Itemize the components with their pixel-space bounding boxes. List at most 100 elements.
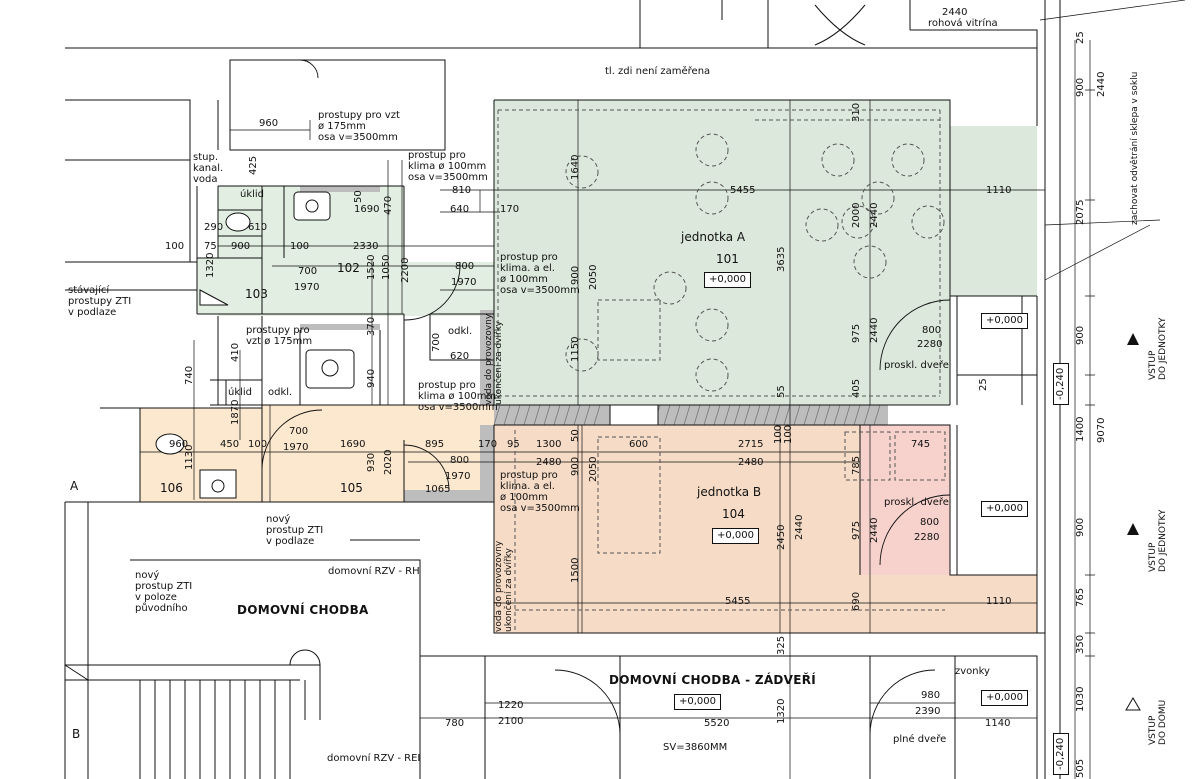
entrance-level-a: +0,000 <box>981 313 1029 329</box>
dim-1220: 1220 <box>498 700 524 711</box>
dim-v-2450: 2450 <box>776 524 787 550</box>
dim-v-765: 765 <box>1075 587 1086 607</box>
dim-810: 810 <box>452 185 472 196</box>
dim-700-a: 700 <box>298 266 318 277</box>
note-vzt-top: prostupy pro vzt ø 175mm osa v=3500mm <box>318 110 400 143</box>
dim-v-50-b: 50 <box>570 429 581 442</box>
dim-v-2075: 2075 <box>1075 199 1086 225</box>
wall-note: tl. zdi není zaměřena <box>605 66 711 77</box>
dim-v-350: 350 <box>1075 634 1086 654</box>
entrance-arrow-icon <box>1127 333 1139 345</box>
note-zti-new: nový prostup ZTI v podlaze <box>266 514 324 547</box>
dim-290: 290 <box>204 222 224 233</box>
dim-1690-a: 1690 <box>354 204 380 215</box>
dim-1970-c: 1970 <box>283 442 309 453</box>
dim-v-900-e: 900 <box>1075 517 1086 537</box>
dim-v-1150: 1150 <box>570 336 581 362</box>
note-sv: SV=3860MM <box>663 742 728 753</box>
dim-v-405: 405 <box>851 378 862 398</box>
room-odkl-top: odkl. <box>448 326 473 337</box>
dim-v-700: 700 <box>431 332 442 352</box>
dim-v-1870: 1870 <box>230 399 241 425</box>
dim-v-900-d: 900 <box>570 456 581 476</box>
unit-a-name: jednotka A <box>681 230 746 244</box>
dim-600: 600 <box>629 439 649 450</box>
note-water-a: voda do provozovny ukončení za dvířky <box>484 313 504 405</box>
corridor-rear-label: DOMOVNÍ CHODBA - ZÁDVEŘÍ <box>609 673 817 687</box>
dim-v-2000: 2000 <box>851 202 862 228</box>
dim-v-25-b: 25 <box>978 378 989 391</box>
room-105: 105 <box>340 481 363 495</box>
note-zti-new-position: nový prostup ZTI v poloze původního <box>135 570 193 614</box>
ventilation-note: zachovat odvětrání sklepa v soklu <box>1130 71 1140 225</box>
dim-v-410: 410 <box>230 342 241 362</box>
entrance-label-house: VSTUP DO DOMU <box>1148 699 1168 745</box>
dim-800-d: 800 <box>920 517 940 528</box>
dim-v-2050-a: 2050 <box>588 264 599 290</box>
dim-v-2020: 2020 <box>383 449 394 475</box>
room-105-area <box>262 405 494 502</box>
unit-a-level-badge: +0,000 <box>704 272 752 288</box>
dim-170-b: 170 <box>478 439 498 450</box>
dim-v-940: 940 <box>366 368 377 388</box>
vitrina-dimension: 2440 <box>942 7 968 18</box>
dim-v-3635: 3635 <box>776 246 787 272</box>
corridor-room-102-area <box>218 186 494 316</box>
vitrina-label: rohová vitrína <box>928 18 998 29</box>
corridor-level-badge: +0,000 <box>674 694 722 710</box>
room-103: 103 <box>245 287 268 301</box>
dim-v-1130: 1130 <box>184 444 195 470</box>
room-uklid-bottom: úklid <box>228 387 253 398</box>
note-zti-existing: stávající prostupy ZTI v podlaze <box>68 285 132 318</box>
dim-v-2440-e: 2440 <box>869 517 880 543</box>
dim-v-25-a: 25 <box>1075 31 1086 44</box>
stair-letter-a: A <box>70 479 79 493</box>
dim-800-b: 800 <box>922 325 942 336</box>
dim-5455-a: 5455 <box>730 185 756 196</box>
dim-800-a: 800 <box>455 261 475 272</box>
dim-2280-b: 2280 <box>914 532 940 543</box>
dim-900-a: 900 <box>231 241 251 252</box>
dim-v-1320: 1320 <box>205 252 216 278</box>
note-klima-el-a: prostup pro klima. a el. ø 100mm osa v=3… <box>500 252 580 296</box>
note-zvonky: zvonky <box>955 666 990 677</box>
dim-v-100-b: 100 <box>783 424 794 444</box>
note-proskl-door-b: proskl. dveře <box>884 497 949 508</box>
dim-1970-b: 1970 <box>451 277 477 288</box>
entrance-label-a: VSTUP DO JEDNOTKY <box>1148 317 1168 380</box>
stair-letter-b: B <box>72 727 81 741</box>
dim-170-a: 170 <box>500 204 520 215</box>
dim-v-1030: 1030 <box>1075 686 1086 712</box>
dim-v-1400: 1400 <box>1075 416 1086 442</box>
dim-800-c: 800 <box>450 455 470 466</box>
dim-v-2050-b: 2050 <box>588 456 599 482</box>
corridor-main-label: DOMOVNÍ CHODBA <box>237 603 369 617</box>
dim-v-9070: 9070 <box>1096 417 1107 443</box>
party-wall <box>494 405 888 425</box>
dim-1690-b: 1690 <box>340 439 366 450</box>
dim-v-690: 690 <box>851 591 862 611</box>
dim-v-50: 50 <box>353 190 364 203</box>
dim-2480-a: 2480 <box>536 457 562 468</box>
dim-v-2440: 2440 <box>1096 71 1107 97</box>
entrance-level-b: +0,000 <box>981 501 1029 517</box>
entrance-level-minus-a: -0,240 <box>1053 362 1069 405</box>
dim-v-1320-b: 1320 <box>776 698 787 724</box>
dim-v-900-a: 900 <box>1075 77 1086 97</box>
dim-1110-b: 1110 <box>986 596 1012 607</box>
dim-v-1520: 1520 <box>366 254 377 280</box>
dim-v-975-a: 975 <box>851 323 862 343</box>
dim-100-b: 100 <box>290 241 310 252</box>
note-vzt-middle: prostupy pro vzt ø 175mm <box>246 325 313 347</box>
dim-2390: 2390 <box>915 706 941 717</box>
dim-v-470: 470 <box>383 195 394 215</box>
dim-v-740: 740 <box>184 365 195 385</box>
note-stup-kanal-voda: stup. kanal. voda <box>193 152 224 185</box>
dim-960-b: 960 <box>169 439 189 450</box>
dim-2100: 2100 <box>498 716 524 727</box>
dim-100-a: 100 <box>165 241 185 252</box>
dim-980: 980 <box>921 690 941 701</box>
note-plne-dvere: plné dveře <box>893 734 947 745</box>
dim-700-b: 700 <box>289 426 309 437</box>
dim-960: 960 <box>259 118 279 129</box>
